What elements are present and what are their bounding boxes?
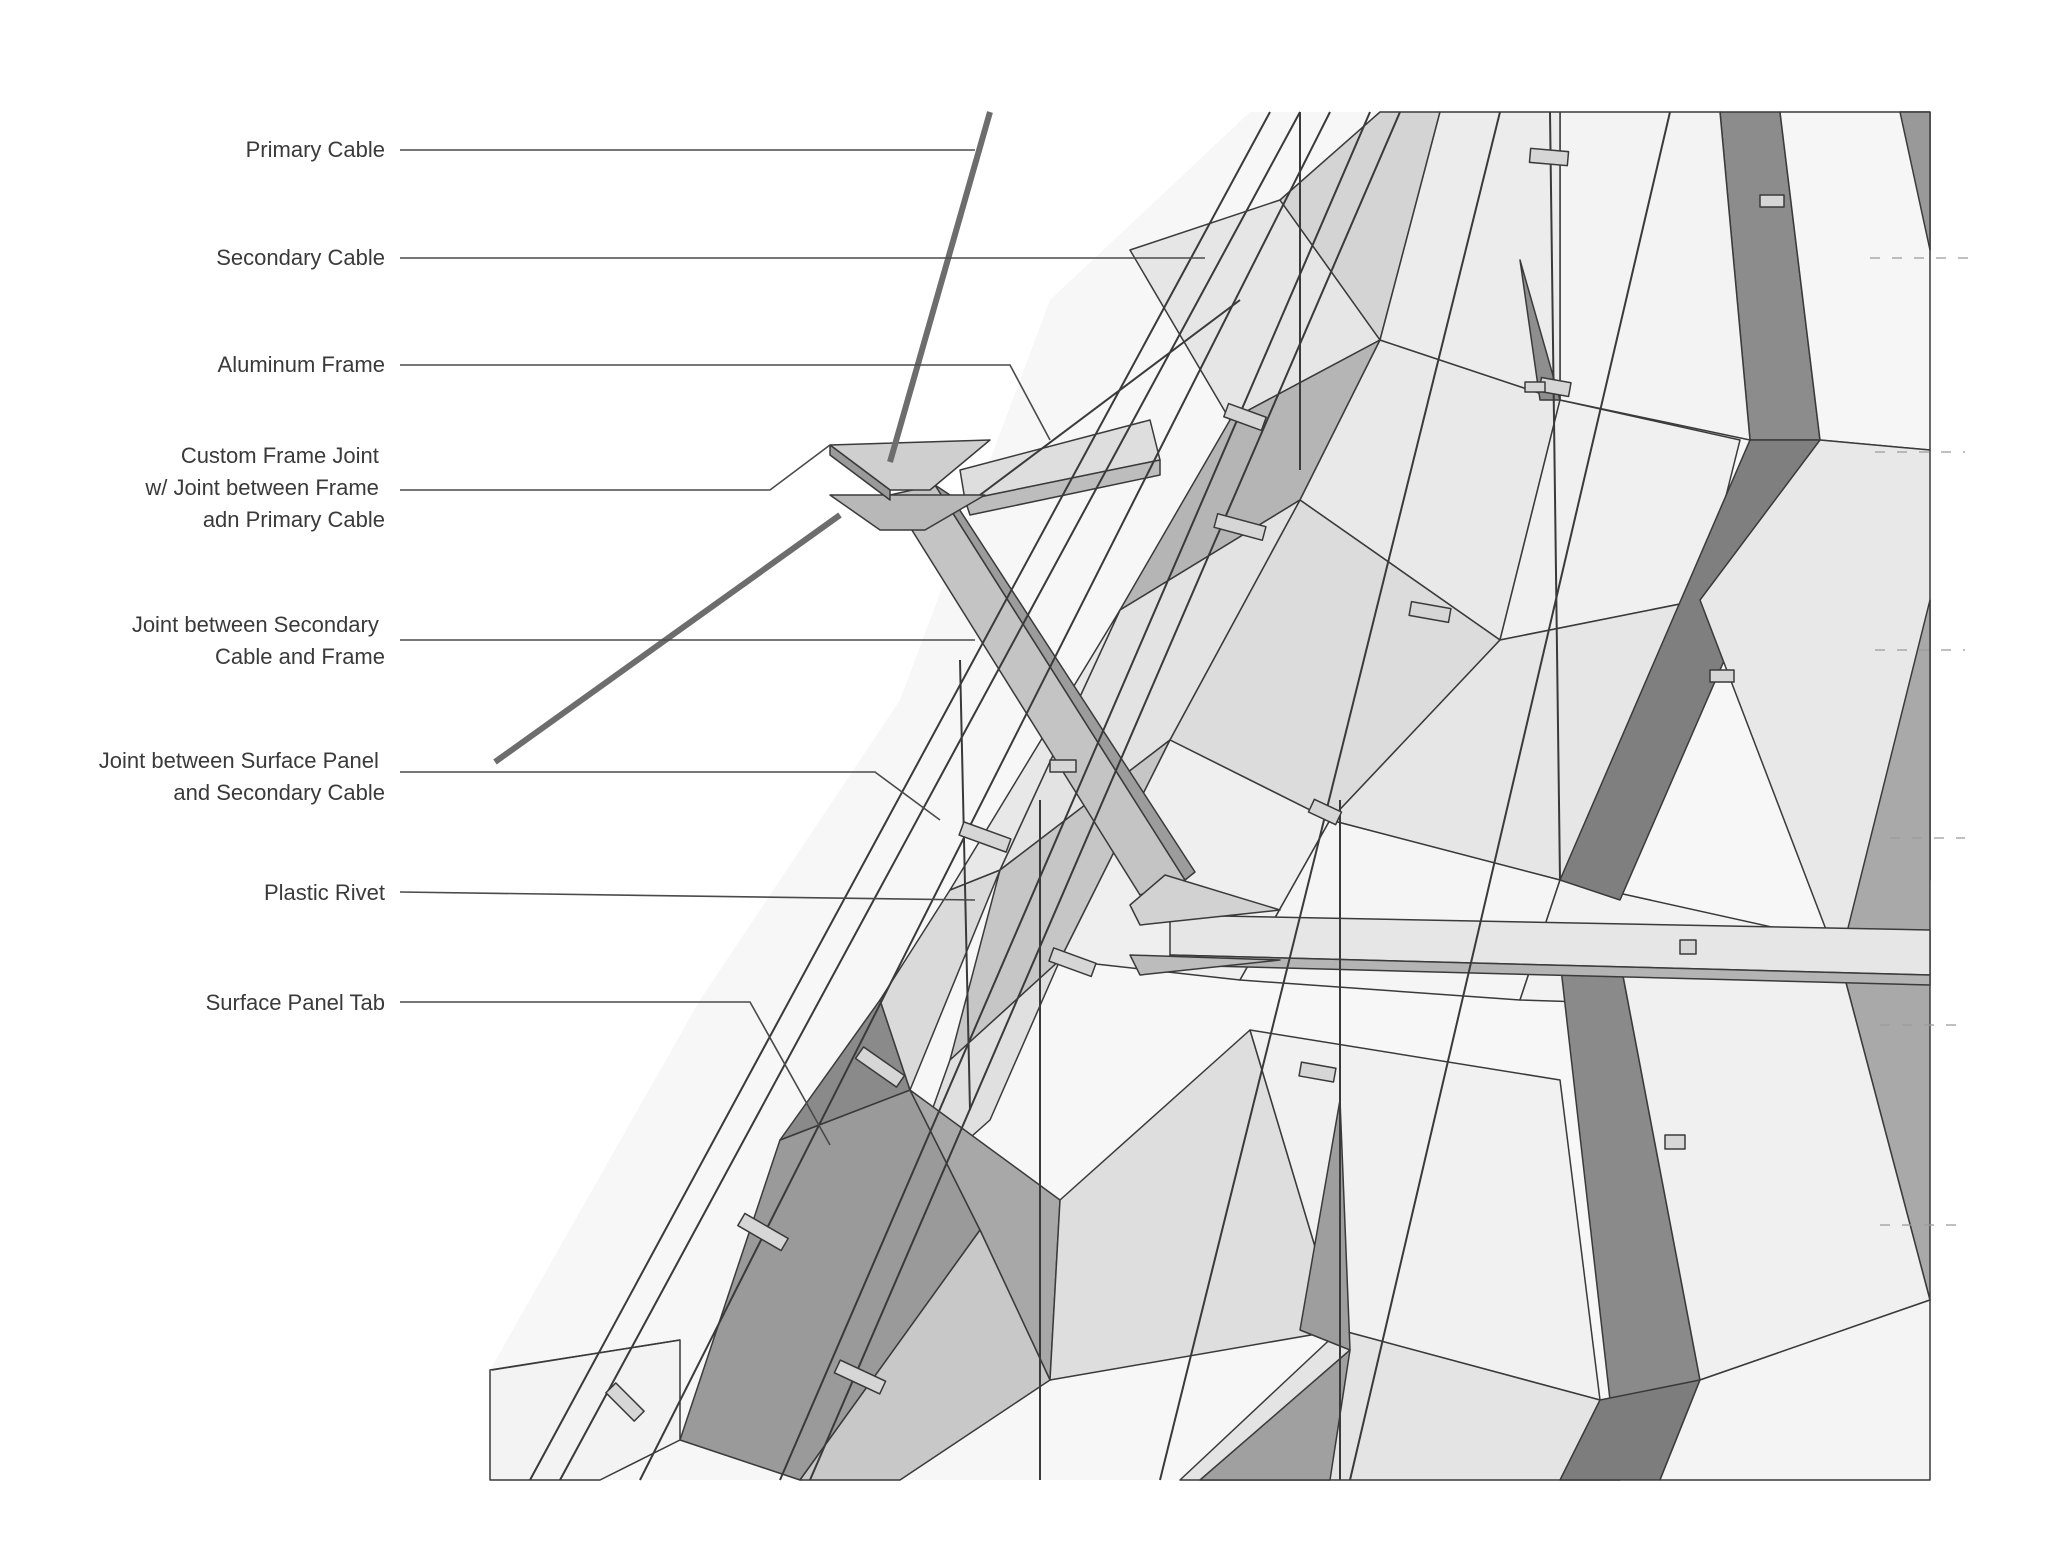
surface-panel-dark: [1519, 259, 1561, 401]
structure-drawing: [489, 111, 1975, 1481]
label-surface-panel-tab: Surface Panel Tab: [206, 990, 385, 1015]
surface-panel: [1659, 1299, 1931, 1481]
leader-aluminum-frame: [400, 364, 1051, 441]
surface-panel: [799, 1229, 1051, 1481]
label-aluminum-frame: Aluminum Frame: [218, 352, 385, 377]
surface-panel-tabs: [605, 147, 1785, 1422]
leader-joint-surface-panel: [400, 771, 941, 821]
leader-lines: [399, 149, 1205, 1146]
aluminum-frame-strut: [964, 459, 1161, 516]
primary-cable: [493, 512, 842, 765]
label-joint-secondary-cable-frame: Joint between Secondary Cable and Frame: [132, 612, 385, 669]
custom-frame-joint-plate: [1129, 874, 1281, 926]
label-plastic-rivet: Plastic Rivet: [264, 880, 385, 905]
leader-surface-panel-tab: [400, 1001, 831, 1146]
leader-custom-frame-joint: [400, 444, 831, 491]
custom-frame-joint-plate-edge: [829, 444, 891, 501]
shell-edge: [491, 1339, 681, 1371]
label-custom-frame-joint: Custom Frame Joint w/ Joint between Fram…: [144, 443, 385, 532]
label-primary-cable: Primary Cable: [246, 137, 385, 162]
callout-labels: Primary Cable Secondary Cable Aluminum F…: [99, 137, 385, 1015]
surface-panel: [1559, 111, 1751, 441]
guide-lines: [1870, 257, 1975, 1226]
leader-plastic-rivet: [399, 891, 976, 901]
label-secondary-cable: Secondary Cable: [216, 245, 385, 270]
aluminum-frame-strut: [934, 484, 1196, 881]
surface-panel-dark: [1299, 1099, 1351, 1351]
surface-panel-dark: [1899, 111, 1931, 251]
primary-cable: [887, 111, 993, 463]
label-joint-surface-panel-secondary-cable: Joint between Surface Panel and Secondar…: [99, 748, 385, 805]
secondary-cables: [529, 111, 1671, 1481]
custom-frame-joint-plate: [1129, 954, 1281, 976]
custom-frame-joint-plate: [829, 494, 986, 531]
